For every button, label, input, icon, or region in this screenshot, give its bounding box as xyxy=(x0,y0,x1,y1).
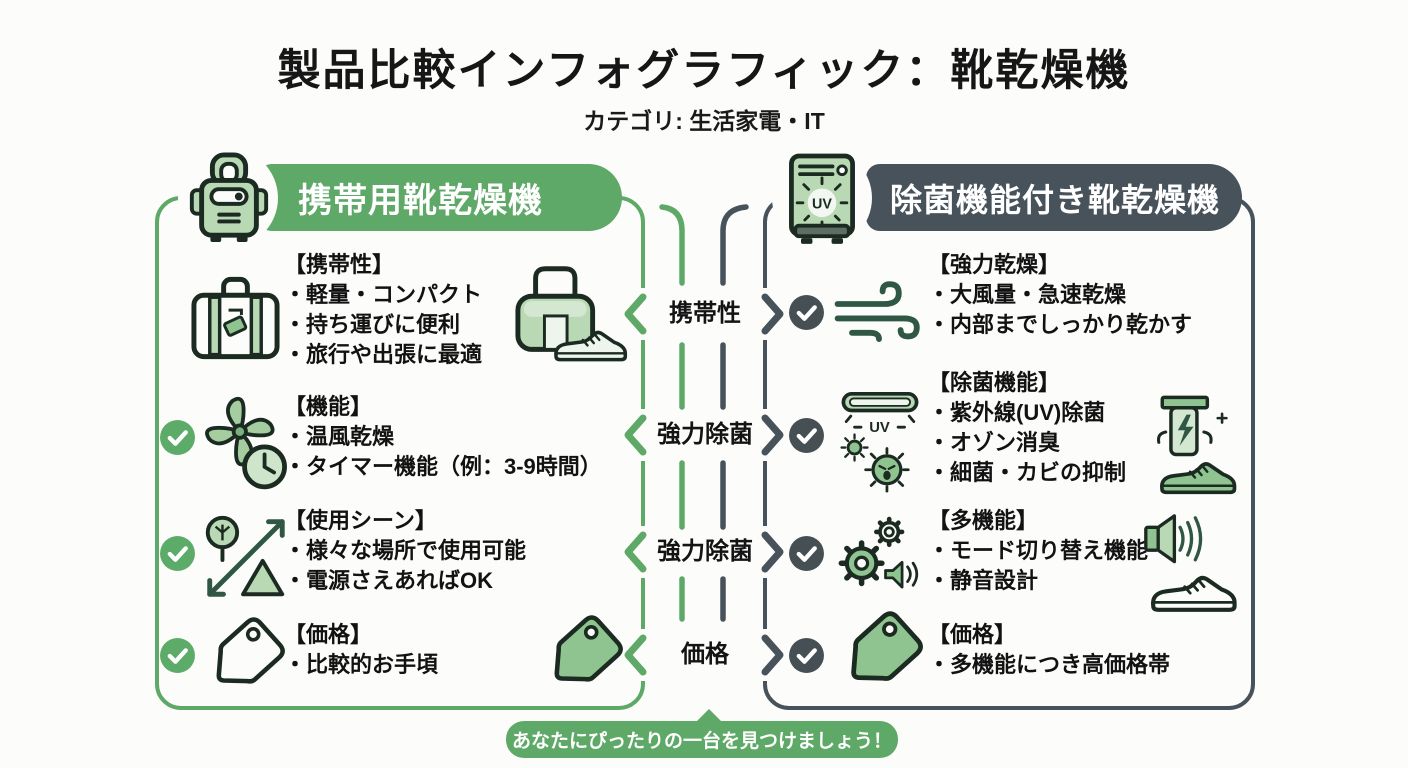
left-panel-title: 携帯用靴乾燥機 xyxy=(298,182,543,220)
price-tag-icon xyxy=(202,616,285,698)
section-title: 【強力乾燥】 xyxy=(928,252,1061,277)
section-title: 【携帯性】 xyxy=(284,252,395,277)
page-subtitle: カテゴリ: 生活家電・IT xyxy=(583,108,825,134)
sanitizer-sneaker-icon xyxy=(1138,392,1242,498)
svg-text:UV: UV xyxy=(812,197,832,213)
portable-dryer-icon xyxy=(185,148,273,248)
svg-text:UV: UV xyxy=(869,420,890,436)
speaker-sneaker-icon xyxy=(1142,514,1242,614)
check-circle-icon xyxy=(788,417,825,454)
suitcase-icon xyxy=(188,272,282,364)
uv-dryer-icon: UV xyxy=(779,149,865,247)
section-title: 【多機能】 xyxy=(928,508,1039,533)
right-section-sterilize: 【除菌機能】 ・紫外線(UV)除菌 ・オゾン消臭 ・細菌・カビの抑制 xyxy=(928,368,1126,488)
comparison-label-sterilization-2: 強力除菌 xyxy=(657,538,753,565)
comparison-label-sterilization-1: 強力除菌 xyxy=(657,421,753,448)
green-price-tag-icon xyxy=(836,610,923,696)
bullet: ・軽量・コンパクト xyxy=(284,282,483,307)
green-price-tag-icon xyxy=(540,614,623,696)
fan-timer-icon xyxy=(196,392,296,495)
left-section-portability: 【携帯性】 ・軽量・コンパクト ・持ち運びに便利 ・旅行や出張に最適 xyxy=(284,250,482,370)
bullet: ・多機能につき高価格帯 xyxy=(928,652,1171,677)
right-section-drying: 【強力乾燥】 ・大風量・急速乾燥 ・内部までしっかり乾かす xyxy=(928,250,1192,340)
check-circle-icon xyxy=(159,637,196,674)
check-circle-icon xyxy=(788,535,825,572)
bullet: ・静音設計 xyxy=(928,568,1039,593)
comparison-connector-lines xyxy=(613,195,785,717)
travel-bag-sneaker-icon xyxy=(512,256,630,368)
left-section-price: 【価格】 ・比較的お手頃 xyxy=(284,620,438,680)
bullet: ・大風量・急速乾燥 xyxy=(928,282,1127,307)
section-title: 【使用シーン】 xyxy=(284,508,437,533)
check-circle-icon xyxy=(159,419,196,456)
footer-banner-text: あなたにぴったりの一台を見つけましょう！ xyxy=(511,731,892,752)
left-section-features: 【機能】 ・温風乾燥 ・タイマー機能（例：3-9時間） xyxy=(284,392,602,482)
bullet: ・電源さえあればOK xyxy=(284,568,494,593)
bullet: ・持ち運びに便利 xyxy=(284,312,461,337)
footer-banner: あなたにぴったりの一台を見つけましょう！ xyxy=(506,721,898,758)
bullet: ・温風乾燥 xyxy=(284,424,395,449)
uv-lamp-germ-icon: UV xyxy=(836,390,924,494)
bullet: ・オゾン消臭 xyxy=(928,430,1061,455)
footer-banner-pointer xyxy=(696,709,722,722)
wind-icon xyxy=(834,280,924,346)
check-circle-icon xyxy=(159,535,196,572)
comparison-label-portability: 携帯性 xyxy=(669,300,741,327)
check-circle-icon xyxy=(788,294,825,331)
bullet: ・内部までしっかり乾かす xyxy=(928,312,1193,337)
bullet: ・様々な場所で使用可能 xyxy=(284,538,527,563)
bullet: ・タイマー機能（例：3-9時間） xyxy=(284,454,602,479)
comparison-label-price: 価格 xyxy=(681,641,729,668)
gears-speaker-icon xyxy=(834,508,926,600)
section-title: 【除菌機能】 xyxy=(928,370,1061,395)
section-title: 【価格】 xyxy=(928,622,1017,647)
right-section-price: 【価格】 ・多機能につき高価格帯 xyxy=(928,620,1170,680)
right-section-multifunction: 【多機能】 ・モード切り替え機能 ・静音設計 xyxy=(928,506,1148,596)
bullet: ・細菌・カビの抑制 xyxy=(928,460,1127,485)
bullet: ・モード切り替え機能 xyxy=(928,538,1149,563)
outdoor-scene-icon xyxy=(196,508,294,606)
section-title: 【価格】 xyxy=(284,622,373,647)
check-circle-icon xyxy=(788,637,825,674)
left-section-use-scene: 【使用シーン】 ・様々な場所で使用可能 ・電源さえあればOK xyxy=(284,506,526,596)
bullet: ・旅行や出張に最適 xyxy=(284,342,483,367)
bullet: ・紫外線(UV)除菌 xyxy=(928,400,1106,425)
right-panel-header: 除菌機能付き靴乾燥機 xyxy=(866,164,1242,231)
right-panel-title: 除菌機能付き靴乾燥機 xyxy=(890,181,1221,218)
bullet: ・比較的お手頃 xyxy=(284,652,439,677)
page-title: 製品比較インフォグラフィック：靴乾燥機 xyxy=(277,47,1131,95)
section-title: 【機能】 xyxy=(284,394,373,419)
left-panel-header: 携帯用靴乾燥機 xyxy=(258,164,622,231)
